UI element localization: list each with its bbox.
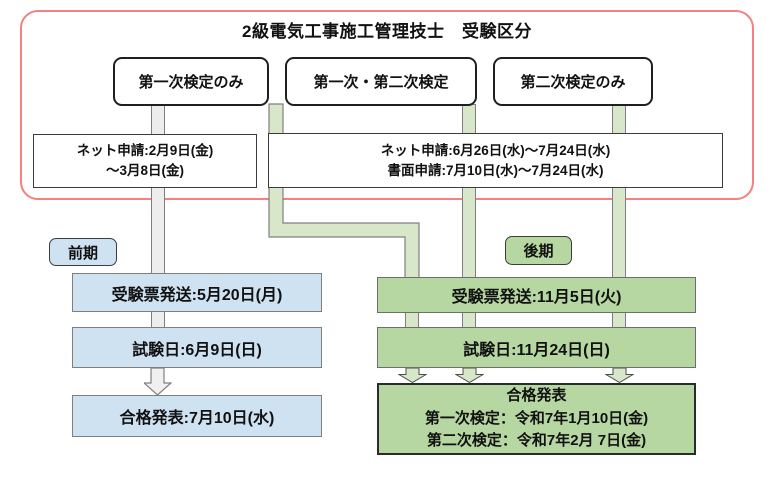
category-label: 第一次・第二次検定 [313,74,449,91]
badge-late-period: 後期 [505,236,572,265]
down-arrow-icon-late-2 [455,368,484,383]
flow-line-second-only-top [612,104,626,278]
step-label: 受験票発送:11月5日(火) [451,289,622,306]
down-arrow-icon-early [144,368,172,396]
step-label: 試験日:11月24日(日) [463,341,610,359]
step-label: 試験日:6月9日(日) [132,341,262,359]
step-box-early-results: 合格発表:7月10日(水) [72,395,322,437]
step-label: 合格発表:7月10日(水) [119,410,275,427]
badge-late-label: 後期 [523,243,554,260]
category-label: 第一次検定のみ [138,74,244,91]
result-title: 合格発表 [506,387,567,405]
badge-early-period: 前期 [49,238,117,266]
down-arrow-icon-late-3 [605,368,634,383]
step-box-early-ticket: 受験票発送:5月20日(月) [72,273,322,312]
category-box-first-only: 第一次検定のみ [113,57,269,106]
application-late-line1: ネット申請:6月26日(水)～7月24日(水) [380,142,611,158]
down-arrow-icon-late-1 [398,368,427,383]
result-box-late: 合格発表 第一次検定：令和7年1月10日(金) 第二次検定：令和7年2月 7日(… [377,383,696,455]
step-box-late-exam-day: 試験日:11月24日(日) [377,327,696,368]
flow-line-both-top [462,104,476,278]
result-first-exam-date: 第一次検定：令和7年1月10日(金) [424,409,649,427]
result-second-exam-date: 第二次検定：令和7年2月 7日(金) [426,432,647,450]
step-label: 受験票発送:5月20日(月) [111,286,283,304]
application-box-early: ネット申請:2月9日(金) ～3月8日(金) [33,134,257,188]
page-title: 2級電気工事施工管理技士 受験区分 [242,22,532,41]
category-box-first-and-second: 第一次・第二次検定 [285,57,477,106]
application-early-line2: ～3月8日(金) [105,163,184,178]
category-box-second-only: 第二次検定のみ [493,57,653,106]
step-box-early-exam-day: 試験日:6月9日(日) [72,327,322,368]
category-label: 第二次検定のみ [520,74,626,91]
application-late-line2: 書面申請:7月10日(水)～7月24日(水) [387,162,604,178]
badge-early-label: 前期 [67,244,98,262]
flow-line-early-top [151,104,165,275]
application-box-late: ネット申請:6月26日(水)～7月24日(水) 書面申請:7月10日(水)～7月… [268,133,723,188]
step-box-late-ticket: 受験票発送:11月5日(火) [377,277,696,313]
flow-connector-elbow [268,103,420,279]
application-early-line1: ネット申請:2月9日(金) [76,143,214,159]
